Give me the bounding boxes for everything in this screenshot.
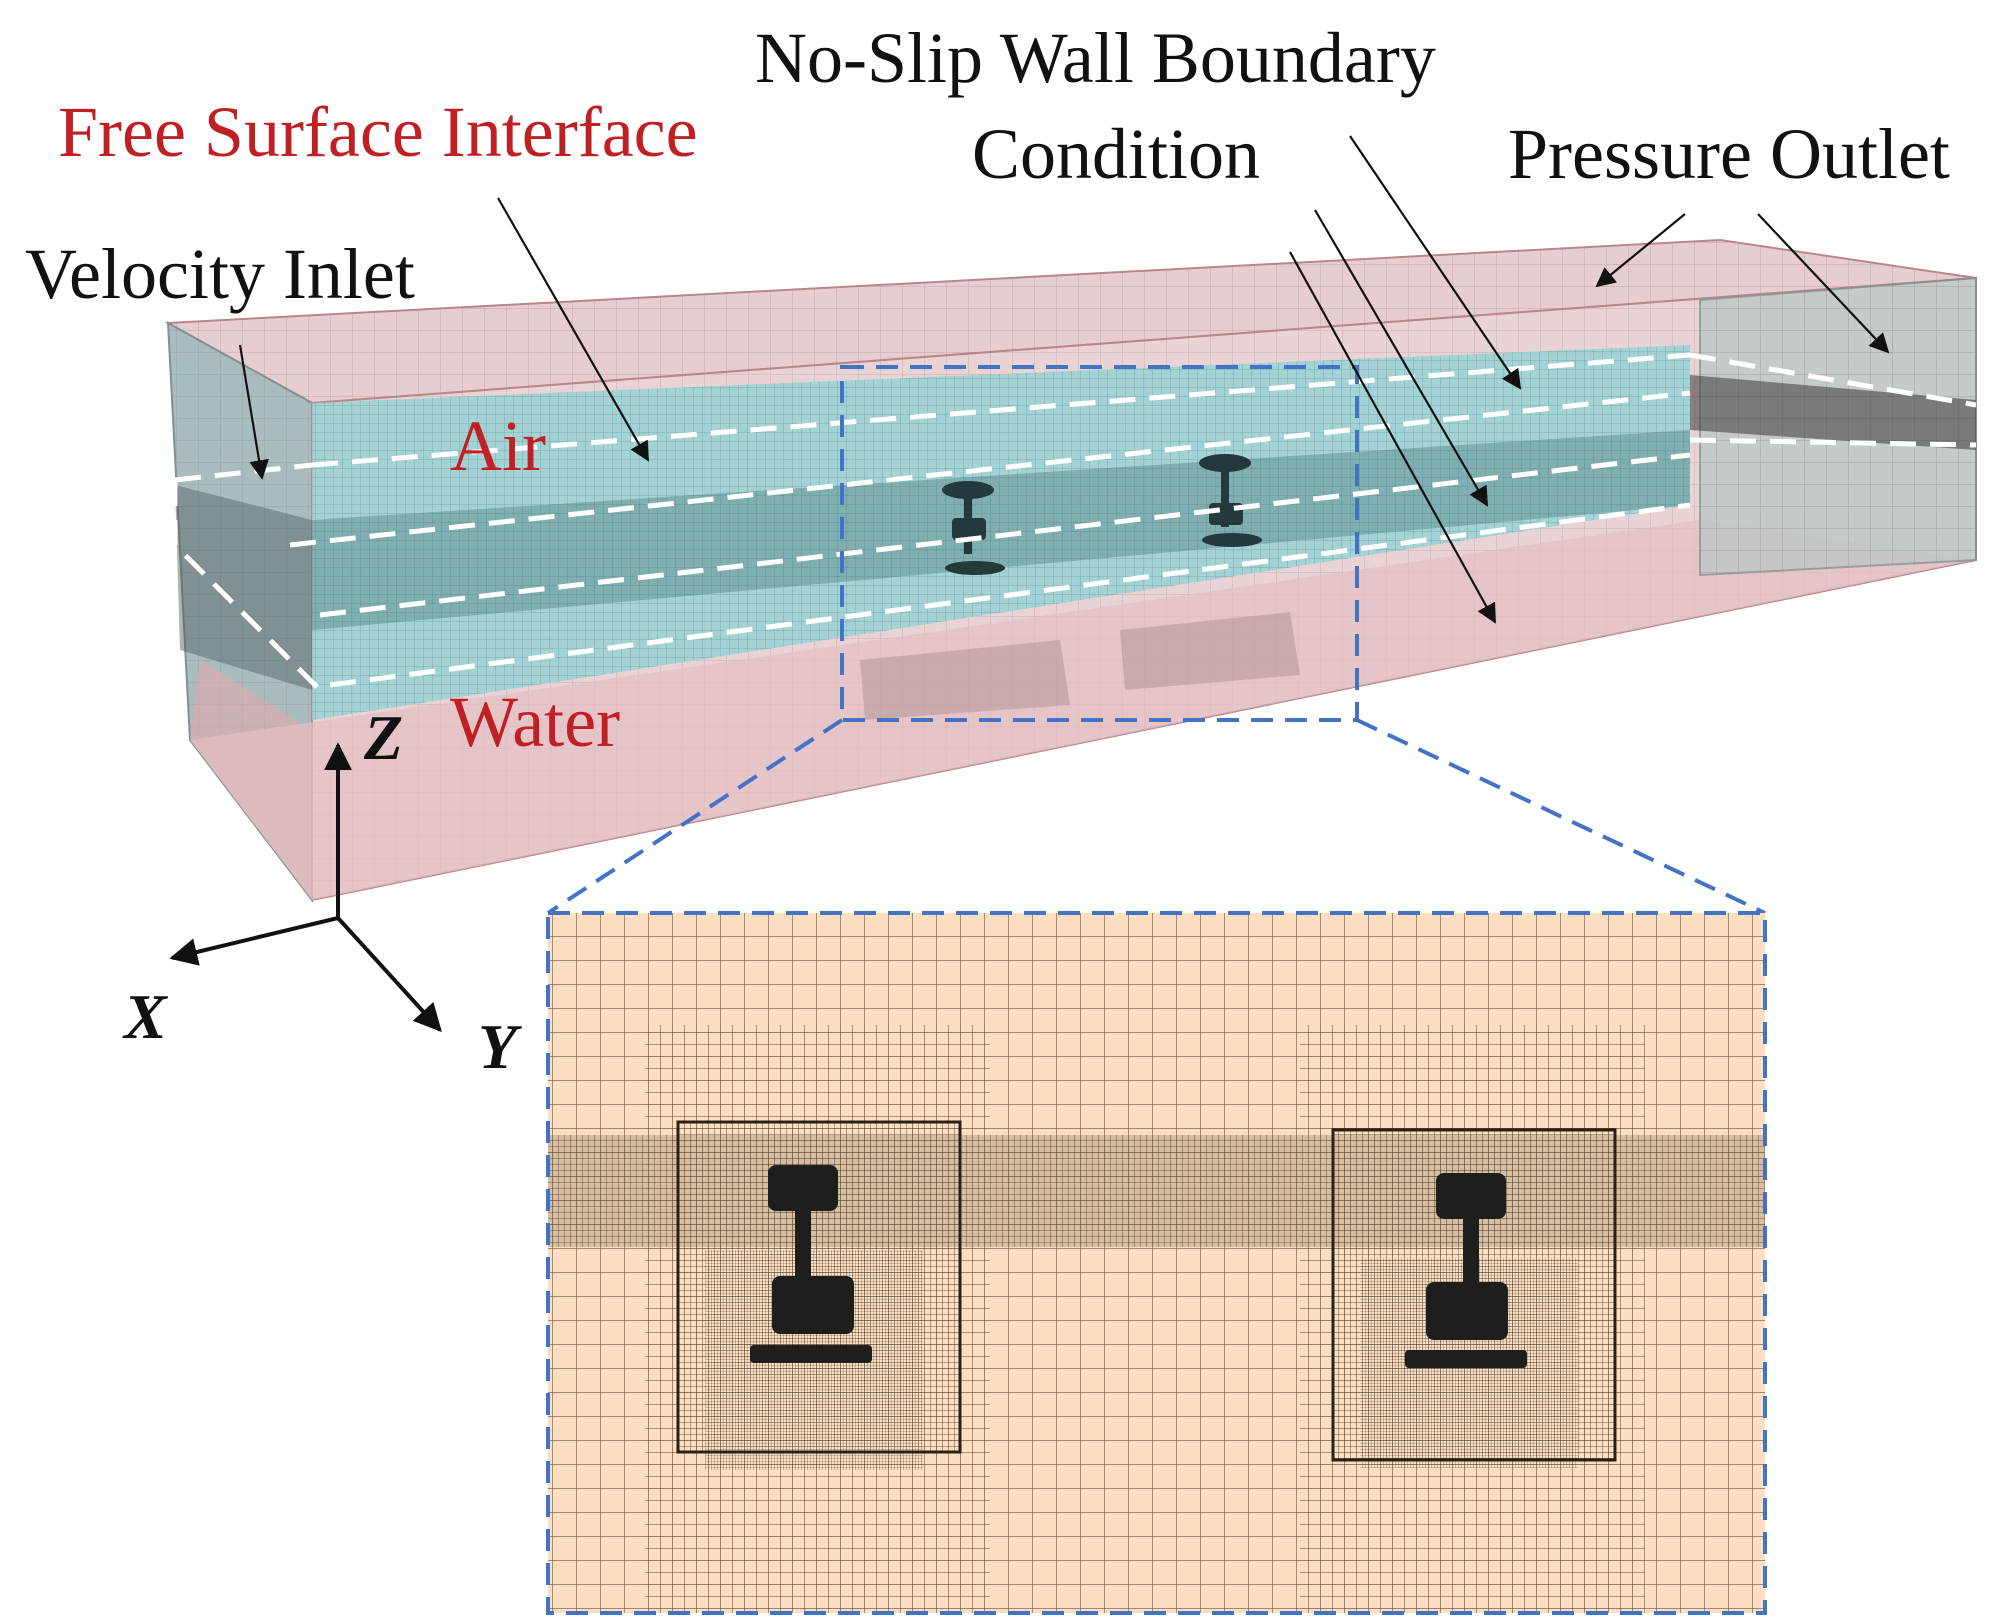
axis-z-label: Z	[364, 702, 404, 773]
arrow-pressure-outlet-2	[1757, 213, 1890, 354]
velocity-inlet-label: Velocity Inlet	[25, 234, 415, 314]
free-surface-label: Free Surface Interface	[58, 92, 698, 172]
axis-y-label: Y	[478, 1011, 518, 1082]
domain-top-face-mesh	[168, 240, 1976, 403]
water-label: Water	[450, 682, 621, 762]
inlet-top-dash	[174, 462, 313, 483]
arrow-no-slip-2	[1314, 209, 1488, 507]
hull-shadow-2	[1120, 612, 1300, 690]
air-upper-dash	[311, 352, 1691, 468]
outlet-dash-top	[1689, 352, 1977, 408]
no-slip-label-line1: No-Slip Wall Boundary	[755, 18, 1436, 98]
model-2	[1199, 454, 1262, 547]
water-lower-dash	[329, 502, 1691, 688]
annotation-arrows	[238, 135, 1890, 624]
arrow-pressure-outlet-1	[1595, 213, 1686, 288]
focus-box	[840, 365, 1359, 722]
air-lower-dash	[289, 390, 1691, 548]
no-slip-label-line2: Condition	[972, 114, 1261, 194]
water-upper-dash	[319, 452, 1691, 618]
pressure-outlet-label: Pressure Outlet	[1508, 114, 1950, 194]
coordinate-axes	[169, 742, 442, 1033]
zoomed-mesh-inset	[546, 911, 1767, 1615]
zoom-model-1	[750, 1165, 872, 1363]
zoom-model-2	[1405, 1173, 1527, 1368]
domain-bottom-face	[190, 520, 1976, 900]
interface-dashes	[172, 352, 1977, 692]
hull-shadow-1	[860, 640, 1070, 720]
inlet-interface-band	[175, 485, 312, 690]
axis-x-arrow	[169, 916, 339, 966]
inlet-left-dash	[172, 480, 322, 692]
arrow-velocity-inlet	[238, 344, 269, 480]
outlet-dash-bottom	[1689, 437, 1977, 448]
zoom-border	[546, 911, 1767, 1615]
axis-x-label: X	[124, 981, 167, 1052]
arrow-free-surface	[497, 197, 649, 462]
interface-band	[312, 430, 1690, 630]
arrow-no-slip-3	[1289, 251, 1496, 624]
air-label: Air	[450, 406, 546, 486]
arrow-no-slip-1	[1349, 135, 1522, 390]
zoom-connectors	[546, 718, 1766, 915]
axis-y-arrow	[336, 916, 442, 1033]
model-1	[942, 481, 1005, 575]
computational-domain	[164, 238, 1977, 903]
